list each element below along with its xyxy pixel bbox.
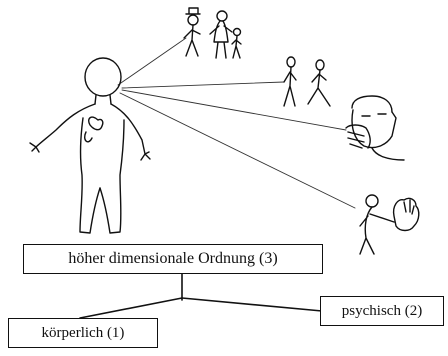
central-figure: [29, 57, 151, 234]
sight-lines: [117, 37, 356, 209]
covering-face-figure: [345, 95, 405, 161]
walking-figures: [283, 56, 331, 107]
rejecting-figure: [359, 194, 420, 255]
bodily-label: körperlich (1): [8, 318, 158, 348]
psychic-label: psychisch (2): [320, 296, 444, 326]
tree-connector: [79, 273, 323, 319]
higher-order-label: höher dimensionale Ordnung (3): [23, 244, 323, 274]
family-group: [183, 7, 242, 59]
